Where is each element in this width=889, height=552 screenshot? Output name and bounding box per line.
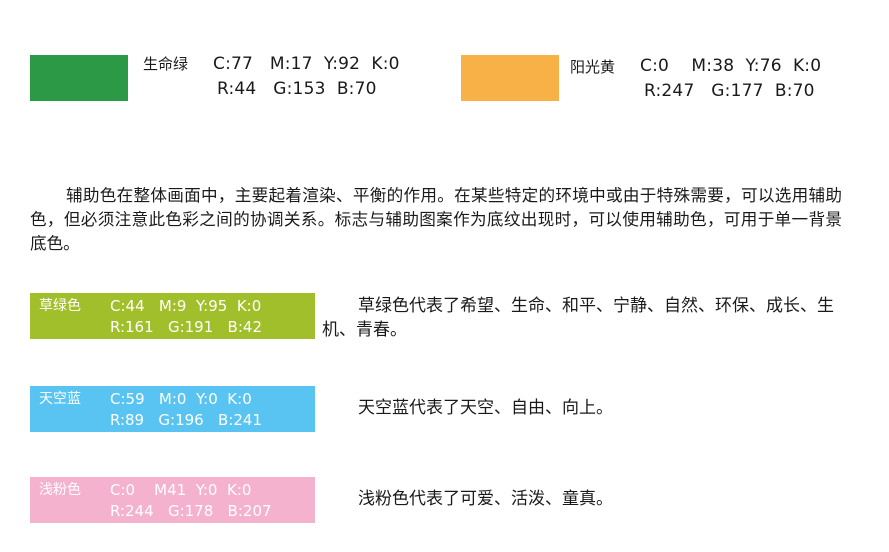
swatch-sunshine-yellow [461, 55, 559, 101]
color-cmyk-sunshine-yellow: C:0 M:38 Y:76 K:0 [640, 56, 822, 76]
color-rgb-life-green: R:44 G:153 B:70 [217, 79, 377, 99]
color-rgb-grass-green: R:161 G:191 B:42 [110, 318, 262, 336]
color-name-life-green: 生命绿 [143, 55, 189, 73]
description-sky-blue: 天空蓝代表了天空、自由、向上。 [358, 398, 613, 418]
color-rgb-light-pink: R:244 G:178 B:207 [110, 502, 272, 520]
description-grass-green: 草绿色代表了希望、生命、和平、宁静、自然、环保、成长、生机、青春。 [322, 296, 834, 340]
swatch-light-pink: 浅粉色 C:0 M41 Y:0 K:0 R:244 G:178 B:207 [30, 477, 315, 523]
color-name-light-pink: 浅粉色 [39, 482, 81, 498]
color-rgb-sunshine-yellow: R:247 G:177 B:70 [644, 81, 815, 101]
auxiliary-color-paragraph: 辅助色在整体画面中，主要起着渲染、平衡的作用。在某些特定的环境中或由于特殊需要，… [30, 186, 842, 253]
color-name-grass-green: 草绿色 [39, 298, 81, 314]
color-cmyk-grass-green: C:44 M:9 Y:95 K:0 [110, 297, 262, 315]
color-rgb-sky-blue: R:89 G:196 B:241 [110, 411, 262, 429]
swatch-grass-green: 草绿色 C:44 M:9 Y:95 K:0 R:161 G:191 B:42 [30, 293, 315, 339]
color-cmyk-light-pink: C:0 M41 Y:0 K:0 [110, 481, 252, 499]
swatch-life-green [30, 55, 128, 101]
swatch-sky-blue: 天空蓝 C:59 M:0 Y:0 K:0 R:89 G:196 B:241 [30, 386, 315, 432]
color-cmyk-life-green: C:77 M:17 Y:92 K:0 [213, 54, 400, 74]
color-cmyk-sky-blue: C:59 M:0 Y:0 K:0 [110, 390, 252, 408]
description-light-pink: 浅粉色代表了可爱、活泼、童真。 [358, 489, 613, 509]
color-name-sky-blue: 天空蓝 [39, 391, 81, 407]
color-name-sunshine-yellow: 阳光黄 [570, 58, 616, 76]
